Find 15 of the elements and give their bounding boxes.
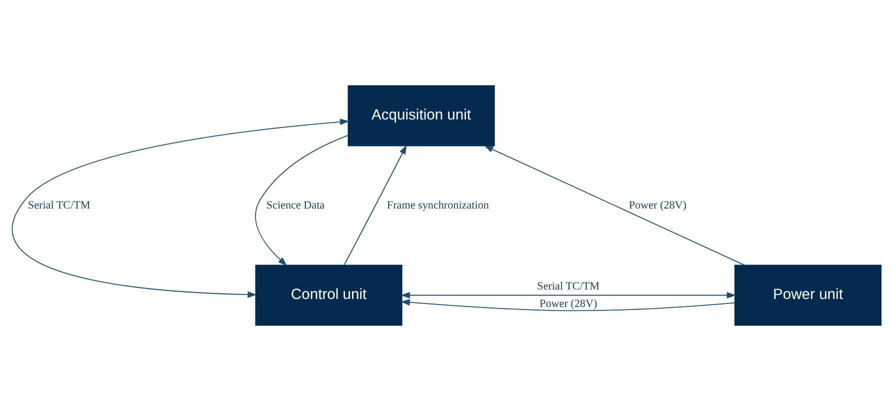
edge-label: Power (28V) — [628, 198, 686, 211]
arrow — [255, 134, 348, 266]
edge-label: Serial TC/TM — [537, 280, 600, 292]
arrow — [12, 118, 350, 298]
node-box: Acquisition unit — [348, 84, 495, 146]
arrow — [484, 144, 745, 266]
edge-label: Power (28V) — [540, 297, 598, 310]
edge-label: Frame synchronization — [386, 198, 489, 211]
arrow — [400, 292, 736, 298]
node-box: Power unit — [734, 264, 882, 326]
edge-label: Science Data — [266, 198, 325, 211]
node-box: Control unit — [255, 264, 402, 326]
arrow — [344, 144, 407, 265]
edge-label: Serial TC/TM — [28, 198, 90, 211]
arrow — [400, 298, 736, 311]
